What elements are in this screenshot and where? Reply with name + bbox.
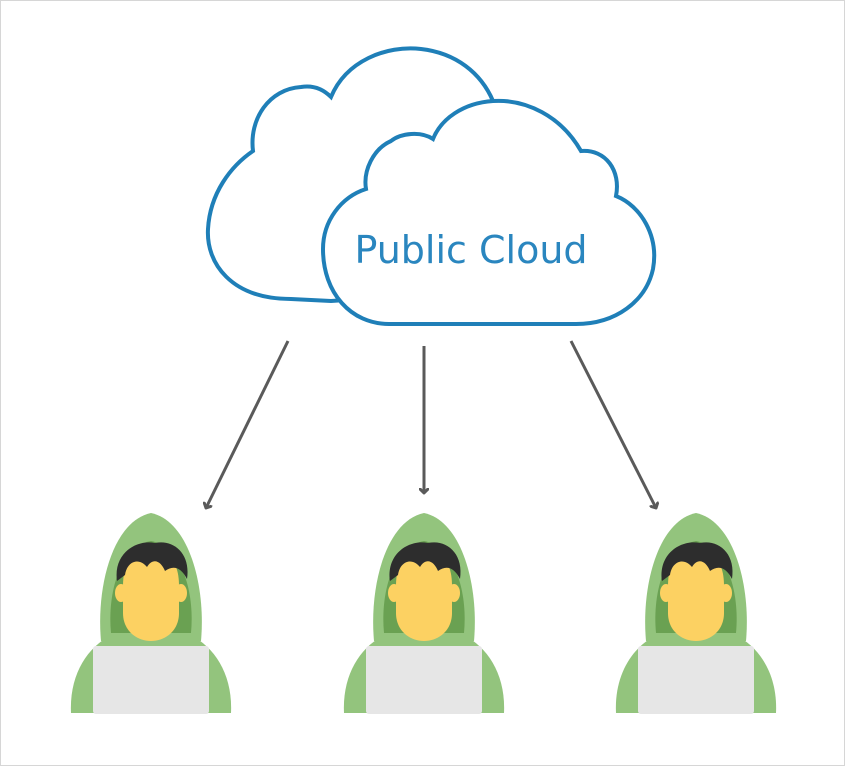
arrow-left <box>206 340 290 508</box>
arrow-right <box>569 340 656 508</box>
hooded-user-laptop-icon <box>343 513 505 714</box>
cloud-label: Public Cloud <box>354 228 587 272</box>
cloud-front-shape <box>320 98 657 326</box>
hooded-user-laptop-icon <box>70 513 232 714</box>
hooded-user-laptop-icon <box>615 513 777 714</box>
arrows-group <box>206 340 656 508</box>
users-group <box>70 513 777 714</box>
